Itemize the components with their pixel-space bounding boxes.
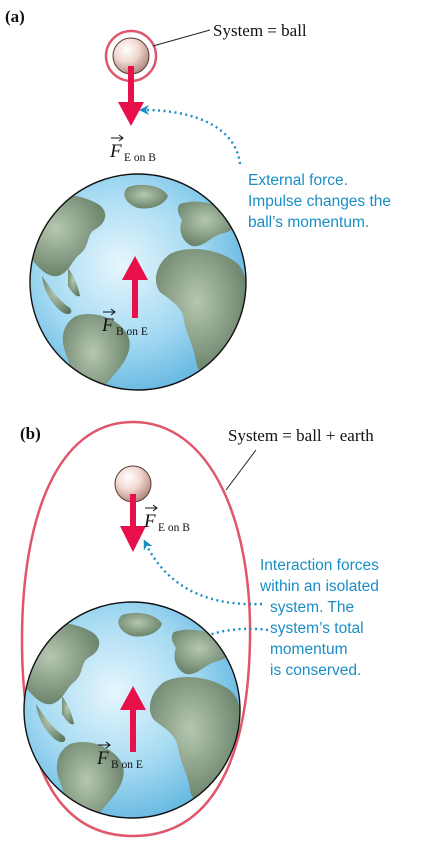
system-label-a: System = ball bbox=[213, 21, 307, 40]
force-symbol: F bbox=[101, 315, 114, 336]
force-subscript: B on E bbox=[116, 326, 148, 338]
annotation-a: External force. Impulse changes the ball… bbox=[248, 172, 395, 231]
force-symbol: F bbox=[109, 141, 122, 162]
force-symbol: F bbox=[96, 748, 109, 769]
force-subscript: B on E bbox=[111, 759, 143, 771]
system-label-b: System = ball + earth bbox=[228, 426, 374, 445]
system-label-leader bbox=[153, 30, 210, 46]
force-symbol: F bbox=[143, 511, 156, 532]
force-label-e-on-b-b: F E on B bbox=[143, 505, 190, 534]
force-arrow-icon bbox=[118, 66, 144, 126]
earth-icon bbox=[16, 174, 247, 406]
force-arrow-icon bbox=[120, 494, 146, 552]
annotation-b: Interaction forces within an isolated sy… bbox=[259, 557, 383, 679]
force-label-e-on-b-a: F E on B bbox=[109, 135, 156, 164]
panel-b: (b) System = ball + earth F E on B Inter… bbox=[10, 422, 383, 836]
dotted-pointer-arrow-icon bbox=[144, 110, 240, 164]
panel-a: (a) System = ball F E on B External forc… bbox=[5, 7, 395, 406]
force-subscript: E on B bbox=[124, 152, 156, 164]
system-label-leader bbox=[226, 450, 256, 490]
panel-b-label: (b) bbox=[20, 424, 41, 443]
force-subscript: E on B bbox=[158, 522, 190, 534]
dotted-pointer-arrow-icon bbox=[146, 544, 262, 604]
panel-a-label: (a) bbox=[5, 7, 25, 26]
earth-icon bbox=[10, 602, 241, 834]
